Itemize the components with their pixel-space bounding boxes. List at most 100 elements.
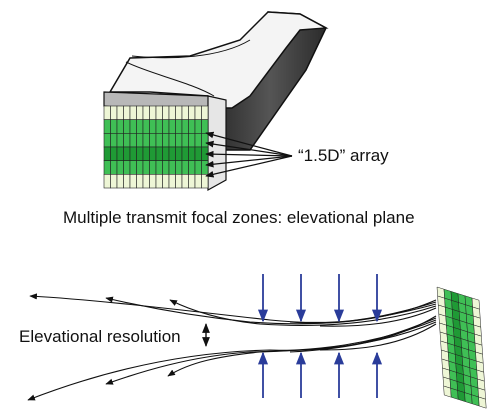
transducer-element — [110, 119, 118, 134]
transducer-element — [188, 160, 196, 175]
transducer-element-grid — [103, 105, 209, 189]
transducer-element — [175, 133, 183, 148]
probe-housing — [103, 11, 329, 192]
transducer-element — [155, 174, 163, 189]
transducer-element — [129, 133, 137, 148]
transducer-element — [181, 174, 189, 189]
transducer-element — [201, 105, 209, 120]
transducer-element — [103, 174, 111, 189]
transducer-element — [175, 160, 183, 175]
transducer-element — [142, 146, 150, 161]
transducer-element — [129, 160, 137, 175]
transducer-element — [162, 105, 170, 120]
beam-lines-upper — [29, 293, 437, 327]
transducer-element — [103, 105, 111, 120]
transducer-element — [136, 105, 144, 120]
transducer-element — [149, 133, 157, 148]
transducer-element — [188, 133, 196, 148]
transducer-element — [123, 160, 131, 175]
beam-lines-lower — [27, 315, 437, 401]
transducer-element — [110, 133, 118, 148]
transducer-element — [168, 105, 176, 120]
transducer-element — [116, 146, 124, 161]
transducer-element — [201, 174, 209, 189]
transducer-element — [162, 119, 170, 134]
transducer-element — [162, 174, 170, 189]
transducer-element — [194, 119, 202, 134]
transducer-element — [149, 119, 157, 134]
transducer-element — [123, 119, 131, 134]
transducer-element — [103, 133, 111, 148]
transducer-element — [110, 174, 118, 189]
transducer-element — [194, 133, 202, 148]
figure-subtitle: Multiple transmit focal zones: elevation… — [63, 208, 415, 227]
transducer-element — [201, 160, 209, 175]
transducer-element — [136, 174, 144, 189]
transducer-element — [149, 174, 157, 189]
transducer-element — [194, 146, 202, 161]
transducer-element — [194, 160, 202, 175]
transducer-element — [155, 133, 163, 148]
transducer-element — [142, 119, 150, 134]
transducer-element — [136, 146, 144, 161]
side-view-array — [436, 286, 487, 409]
transducer-element — [123, 146, 131, 161]
transducer-element — [110, 160, 118, 175]
transducer-element — [162, 160, 170, 175]
transducer-element — [168, 146, 176, 161]
transducer-element — [110, 146, 118, 161]
transducer-element — [181, 105, 189, 120]
transducer-element — [129, 119, 137, 134]
transducer-element — [116, 174, 124, 189]
transducer-element — [201, 133, 209, 148]
transducer-element — [155, 119, 163, 134]
transducer-element — [142, 105, 150, 120]
transducer-element — [149, 105, 157, 120]
transducer-element — [181, 119, 189, 134]
transducer-element — [175, 105, 183, 120]
array-pointer-arrows — [205, 131, 293, 178]
transducer-element — [201, 119, 209, 134]
transducer-element — [110, 105, 118, 120]
transducer-element — [188, 119, 196, 134]
transducer-element — [162, 133, 170, 148]
transducer-element — [175, 174, 183, 189]
transducer-element — [136, 119, 144, 134]
transducer-element — [188, 174, 196, 189]
transducer-element — [116, 119, 124, 134]
transducer-element — [129, 105, 137, 120]
transducer-element — [181, 133, 189, 148]
transducer-element — [123, 105, 131, 120]
transducer-element — [103, 119, 111, 134]
transducer-element — [136, 160, 144, 175]
transducer-element — [194, 105, 202, 120]
transducer-element — [103, 146, 111, 161]
transducer-element — [168, 133, 176, 148]
transducer-element — [136, 133, 144, 148]
transducer-element — [175, 119, 183, 134]
elevational-resolution-label: Elevational resolution — [19, 327, 181, 346]
array-label: “1.5D” array — [298, 146, 389, 165]
transducer-element — [168, 160, 176, 175]
transducer-element — [129, 146, 137, 161]
transducer-element — [142, 160, 150, 175]
transducer-element — [168, 174, 176, 189]
transducer-element — [129, 174, 137, 189]
transducer-element — [181, 146, 189, 161]
side-array-element — [478, 396, 487, 409]
transducer-element — [142, 174, 150, 189]
transducer-element — [103, 160, 111, 175]
transducer-element — [168, 119, 176, 134]
transducer-element — [188, 105, 196, 120]
transducer-element — [155, 160, 163, 175]
transmit-focus-arrows — [257, 274, 383, 398]
transducer-element — [149, 146, 157, 161]
transducer-element — [142, 133, 150, 148]
transducer-element — [155, 146, 163, 161]
transducer-element — [116, 160, 124, 175]
transducer-element — [116, 105, 124, 120]
transducer-element — [194, 174, 202, 189]
transducer-element — [175, 146, 183, 161]
transducer-element — [123, 174, 131, 189]
